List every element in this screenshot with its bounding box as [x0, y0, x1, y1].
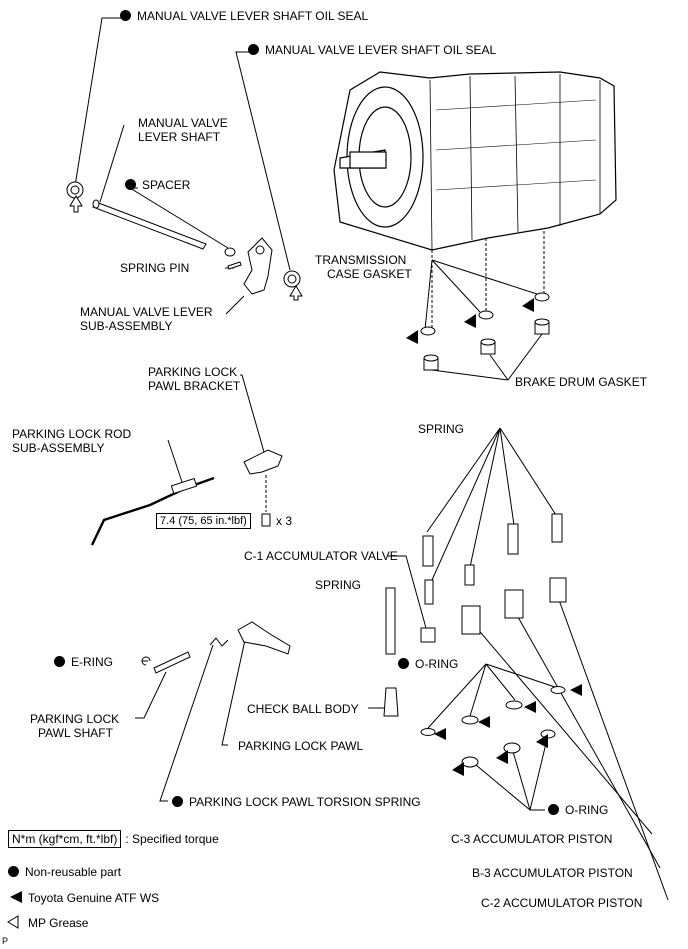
label-o-ring-1: O-RING [398, 657, 458, 671]
non-reusable-dot-icon [8, 866, 19, 877]
legend-torque: N*m (kgf*cm, ft.*lbf): Specified torque [8, 830, 219, 848]
label-case-gasket-2: CASE GASKET [327, 267, 412, 281]
label-c3-piston: C-3 ACCUMULATOR PISTON [451, 832, 613, 846]
label-pawl-bracket-2: PAWL BRACKET [148, 379, 241, 393]
parking-pawl-bracket [243, 449, 283, 475]
non-reusable-dot-icon [248, 44, 259, 55]
accumulator-pistons [461, 577, 567, 635]
label-spring-top: SPRING [418, 422, 465, 436]
label-lever-sub-1: MANUAL VALVE LEVER [80, 305, 213, 319]
label-spring-pin: SPRING PIN [120, 261, 190, 275]
grease-arrows [7, 195, 303, 929]
o-rings [420, 686, 566, 768]
non-reusable-dot-icon [172, 796, 183, 807]
parking-lock-rod-spring [170, 477, 198, 495]
parking-lock-pawl-shaft [153, 651, 191, 674]
label-e-ring: E-RING [54, 655, 113, 669]
transmission-housing [333, 71, 617, 251]
legend-grease: MP Grease [28, 916, 89, 930]
non-reusable-dot-icon [548, 804, 559, 815]
parking-lock-rod [90, 476, 215, 546]
label-c2-piston: C-2 ACCUMULATOR PISTON [481, 896, 643, 910]
label-c1-valve: C-1 ACCUMULATOR VALVE [244, 549, 398, 563]
spacer-part [224, 247, 236, 257]
label-bolt-qty: x 3 [276, 514, 293, 528]
label-pawl-shaft-1: PARKING LOCK [30, 712, 120, 726]
non-reusable-dot-icon [54, 656, 65, 667]
torsion-spring-part [209, 637, 229, 647]
label-rod-sub-1: PARKING LOCK ROD [12, 427, 132, 441]
manual-valve-lever-shaft [92, 199, 207, 250]
label-parking-pawl: PARKING LOCK PAWL [238, 739, 364, 753]
brake-drum-gaskets [423, 318, 550, 371]
label-rod-sub-2: SUB-ASSEMBLY [12, 441, 105, 455]
bracket-bolt [261, 513, 271, 527]
accumulator-springs [385, 513, 563, 655]
label-check-ball: CHECK BALL BODY [247, 702, 359, 716]
label-brake-drum-gasket: BRAKE DRUM GASKET [515, 375, 648, 389]
label-b3-piston: B-3 ACCUMULATOR PISTON [472, 866, 633, 880]
label-lever-shaft-1: MANUAL VALVE [138, 116, 228, 130]
non-reusable-dot-icon [120, 10, 131, 21]
non-reusable-dot-icon [125, 179, 136, 190]
legend-atf: Toyota Genuine ATF WS [28, 891, 160, 905]
oil-seal-right [283, 270, 301, 288]
label-torsion-spring: PARKING LOCK PAWL TORSION SPRING [172, 795, 421, 809]
parking-lock-pawl [237, 621, 291, 655]
spring-pin-part [227, 261, 242, 270]
torque-spec-box: 7.4 (75, 65 in.*lbf) [156, 513, 251, 529]
label-pawl-shaft-2: PAWL SHAFT [38, 726, 113, 740]
legend-non-reusable: Non-reusable part [8, 865, 121, 879]
e-ring-part [141, 656, 151, 666]
label-o-ring-2: O-RING [548, 803, 608, 817]
manual-valve-lever [243, 237, 273, 295]
case-gaskets [420, 292, 550, 336]
oil-seal-left [66, 181, 84, 199]
label-spring-mid: SPRING [315, 578, 362, 592]
label-lever-sub-2: SUB-ASSEMBLY [80, 319, 173, 333]
label-oil-seal-left: MANUAL VALVE LEVER SHAFT OIL SEAL [120, 9, 368, 23]
legend-torque-box: N*m (kgf*cm, ft.*lbf) [8, 830, 122, 848]
corner-mark: P [2, 936, 9, 946]
c1-accumulator-valve [420, 627, 436, 643]
label-lever-shaft-2: LEVER SHAFT [138, 130, 221, 144]
label-case-gasket-1: TRANSMISSION [315, 253, 407, 267]
atf-arrows [10, 298, 582, 903]
label-spacer: SPACER [125, 178, 190, 192]
check-ball-body [383, 687, 399, 717]
label-oil-seal-right: MANUAL VALVE LEVER SHAFT OIL SEAL [248, 43, 496, 57]
label-pawl-bracket-1: PARKING LOCK [148, 365, 238, 379]
non-reusable-dot-icon [398, 658, 409, 669]
